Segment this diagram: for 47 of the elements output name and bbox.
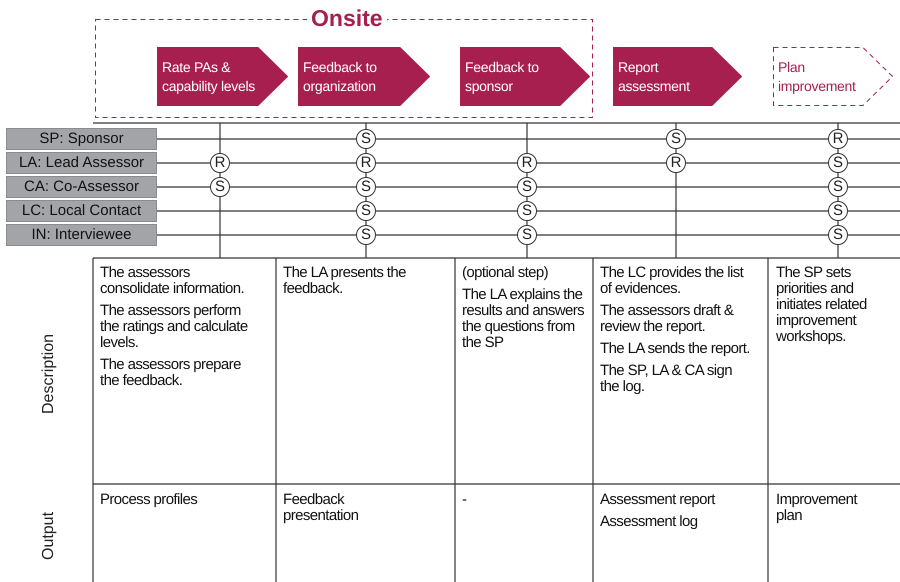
- table-cell-text: Assessment report: [600, 492, 716, 508]
- table-cell-text: The LA sends the report.: [600, 341, 750, 357]
- table-cell-text: Process profiles: [100, 492, 198, 508]
- responsibility-marker: S: [356, 201, 376, 221]
- role-label: IN: Interviewee: [6, 224, 157, 246]
- responsibility-marker: R: [356, 153, 376, 173]
- row-header-label: Output: [40, 512, 58, 560]
- step-label: Feedback to organization: [303, 58, 378, 95]
- table-cell-text: The assessors prepare the feedback.: [100, 357, 242, 389]
- step-label: Plan improvement: [778, 58, 857, 95]
- responsibility-marker: S: [210, 177, 230, 197]
- responsibility-marker: S: [517, 201, 537, 221]
- responsibility-marker: S: [356, 225, 376, 245]
- table-cell-text: The assessors draft & review the report.: [600, 303, 735, 335]
- table-cell-text: Improvement plan: [776, 492, 858, 524]
- responsibility-marker: S: [666, 129, 686, 149]
- responsibility-marker: R: [210, 153, 230, 173]
- step-label: Report assessment: [618, 58, 691, 95]
- table-cell-text: (optional step): [462, 265, 550, 281]
- responsibility-marker: R: [666, 153, 686, 173]
- step-label: Rate PAs & capability levels: [162, 58, 256, 95]
- table-cell-text: The LC provides the list of evidences.: [600, 265, 745, 297]
- responsibility-marker: S: [828, 153, 848, 173]
- table-cell-text: The SP, LA & CA sign the log.: [600, 363, 733, 395]
- table-cell-text: -: [462, 492, 468, 508]
- responsibility-marker: R: [828, 129, 848, 149]
- row-header-label: Description: [40, 333, 58, 414]
- table-cell-text: Assessment log: [600, 514, 698, 530]
- step-label: Feedback to sponsor: [465, 58, 540, 95]
- role-label: CA: Co-Assessor: [6, 176, 157, 198]
- table-cell-text: The SP sets priorities and initiates related improvement workshops.: [776, 265, 868, 345]
- responsibility-marker: S: [828, 201, 848, 221]
- responsibility-marker: S: [517, 225, 537, 245]
- responsibility-marker: S: [828, 225, 848, 245]
- role-label: SP: Sponsor: [6, 128, 157, 150]
- table-cell-text: The assessors consolidate information.: [100, 265, 246, 297]
- table-cell-text: The LA presents the feedback.: [283, 265, 407, 297]
- responsibility-marker: S: [828, 177, 848, 197]
- responsibility-marker: S: [356, 177, 376, 197]
- responsibility-marker: R: [517, 153, 537, 173]
- table-cell-text: The assessors perform the ratings and calculate levels.: [100, 303, 249, 351]
- table-cell-text: The LA explains the results and answers the questions from the SP: [462, 287, 584, 351]
- responsibility-marker: S: [517, 177, 537, 197]
- responsibility-marker: S: [356, 129, 376, 149]
- role-label: LC: Local Contact: [6, 200, 157, 222]
- table-cell-text: Feedback presentation: [283, 492, 360, 524]
- role-label: LA: Lead Assessor: [6, 152, 157, 174]
